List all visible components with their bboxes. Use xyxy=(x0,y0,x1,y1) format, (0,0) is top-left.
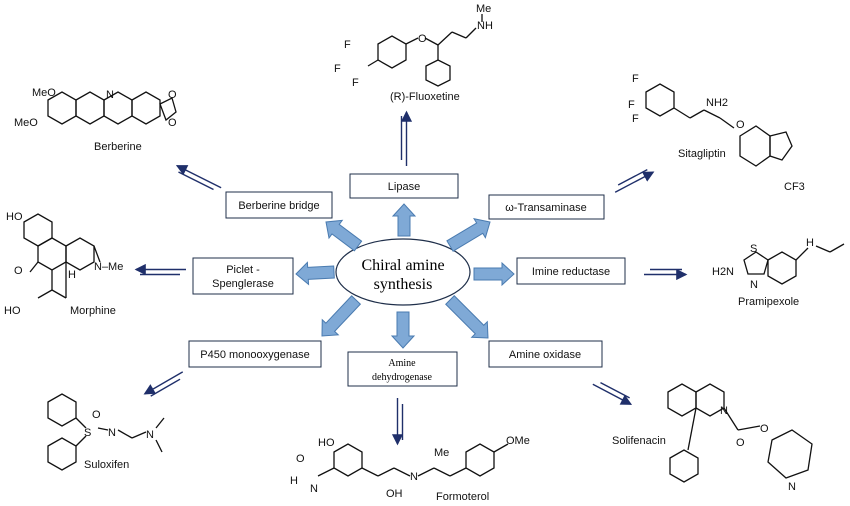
formoterol-nh: N xyxy=(410,471,418,483)
formoterol-h: H xyxy=(290,475,298,487)
p450-label: P450 monooxygenase xyxy=(200,349,309,361)
pramipexole-n: N xyxy=(750,279,758,291)
berberine-o1: O xyxy=(168,89,177,101)
fluoxetine-f3: F xyxy=(352,77,359,89)
suloxifen-n1: N xyxy=(108,427,116,439)
amine-oxidase-box xyxy=(488,340,603,368)
morphine-ho2: HO xyxy=(4,305,21,317)
berberine-o2: O xyxy=(168,117,177,129)
lipase-label: Lipase xyxy=(388,181,420,193)
solifenacin-label: Solifenacin xyxy=(612,435,666,447)
sitagliptin-o: O xyxy=(736,119,745,131)
pictet-line2: Spenglerase xyxy=(212,278,274,290)
arrow-to-berberine-bridge xyxy=(325,219,363,252)
formoterol-o: O xyxy=(296,453,305,465)
fluoxetine-o: O xyxy=(418,33,427,45)
morphine-o: O xyxy=(14,265,23,277)
reaction-arrow-berberine xyxy=(175,165,222,191)
fluoxetine-structure: O NH Me F F F (R)-Fluoxetine xyxy=(334,3,493,103)
solifenacin-o1: O xyxy=(736,437,745,449)
pramipexole-h2n: H2N xyxy=(712,266,734,278)
arrow-to-amine-oxidase xyxy=(445,295,489,339)
arrow-to-pictet xyxy=(295,261,335,286)
sitagliptin-label: Sitagliptin xyxy=(678,148,726,160)
morphine-nme: N–Me xyxy=(94,261,123,273)
reaction-arrow-formoterol xyxy=(391,398,404,446)
morphine-ho: HO xyxy=(6,211,23,223)
reaction-arrows xyxy=(134,110,688,446)
suloxifen-s: S xyxy=(84,427,91,439)
reaction-arrow-solifenacin xyxy=(592,381,633,405)
formoterol-structure: HO O H N OH N Me OMe Formoterol xyxy=(290,435,530,503)
amine-dehydrogenase-line1: Amine xyxy=(388,358,416,369)
pramipexole-structure: H2N S N H Pramipexole xyxy=(712,237,845,308)
pramipexole-nh: H xyxy=(806,237,814,249)
pramipexole-s: S xyxy=(750,243,757,255)
fluoxetine-nh: NH xyxy=(477,20,493,32)
suloxifen-label: Suloxifen xyxy=(84,459,129,471)
sitagliptin-f3: F xyxy=(632,113,639,125)
arrow-to-p450 xyxy=(321,295,362,337)
fluoxetine-label: (R)-Fluoxetine xyxy=(390,91,460,103)
pictet-line1: Piclet - xyxy=(226,264,260,276)
formoterol-oh: OH xyxy=(386,488,403,500)
fluoxetine-f1: F xyxy=(344,39,351,51)
pramipexole-label: Pramipexole xyxy=(738,296,799,308)
sitagliptin-cf3: CF3 xyxy=(784,181,805,193)
formoterol-ome: OMe xyxy=(506,435,530,447)
solifenacin-o2: O xyxy=(760,423,769,435)
berberine-label: Berberine xyxy=(94,141,142,153)
berberine-n: N xyxy=(106,89,114,101)
block-arrows xyxy=(295,203,515,349)
center-title-line1: Chiral amine xyxy=(361,257,444,274)
berberine-bridge-box xyxy=(225,191,333,219)
reaction-arrow-fluoxetine xyxy=(400,110,413,166)
imine-reductase-label: Imine reductase xyxy=(532,266,610,278)
amine-oxidase-label: Amine oxidase xyxy=(509,349,581,361)
center-ellipse xyxy=(335,238,471,306)
suloxifen-n2: N xyxy=(146,429,154,441)
sitagliptin-nh2: NH2 xyxy=(706,97,728,109)
transaminase-box xyxy=(488,194,605,220)
sitagliptin-f2: F xyxy=(628,99,635,111)
sitagliptin-f1: F xyxy=(632,73,639,85)
reaction-arrow-pramipexole xyxy=(644,268,688,281)
formoterol-label: Formoterol xyxy=(436,491,489,503)
fluoxetine-f2: F xyxy=(334,63,341,75)
reaction-arrow-morphine xyxy=(134,263,186,276)
sitagliptin-structure: F F F NH2 O CF3 Sitagliptin xyxy=(628,73,805,193)
arrow-to-amine-dehydrogenase xyxy=(390,311,416,349)
solifenacin-n: N xyxy=(720,405,728,417)
morphine-label: Morphine xyxy=(70,305,116,317)
suloxifen-structure: S O N N Suloxifen xyxy=(47,393,165,471)
berberine-meo2: MeO xyxy=(14,117,38,129)
berberine-meo1: MeO xyxy=(32,87,56,99)
center-title-line2: synthesis xyxy=(374,276,433,293)
lipase-box xyxy=(349,173,459,199)
arrow-to-lipase xyxy=(391,203,417,237)
arrow-to-transaminase xyxy=(446,218,491,252)
morphine-structure: HO O HO H N–Me Morphine xyxy=(4,211,123,317)
amine-dehydrogenase-box xyxy=(347,351,458,387)
solifenacin-structure: N O O N Solifenacin xyxy=(612,383,813,493)
berberine-structure: MeO MeO N O O Berberine xyxy=(14,87,177,153)
formoterol-me: Me xyxy=(434,447,449,459)
solifenacin-n2: N xyxy=(788,481,796,493)
berberine-bridge-label: Berberine bridge xyxy=(238,200,319,212)
transaminase-label: ω-Transaminase xyxy=(505,202,587,214)
arrow-to-imine-reductase xyxy=(473,261,515,287)
reaction-arrow-suloxifen xyxy=(143,371,184,397)
morphine-h: H xyxy=(68,269,76,281)
amine-dehydrogenase-line2: dehydrogenase xyxy=(372,372,433,383)
fluoxetine-me: Me xyxy=(476,3,491,15)
reaction-arrow-sitagliptin xyxy=(614,169,655,193)
p450-box xyxy=(188,340,322,368)
imine-reductase-box xyxy=(516,257,626,285)
formoterol-ho: HO xyxy=(318,437,335,449)
suloxifen-o: O xyxy=(92,409,101,421)
pictet-box xyxy=(192,257,294,295)
formoterol-n: N xyxy=(310,483,318,495)
